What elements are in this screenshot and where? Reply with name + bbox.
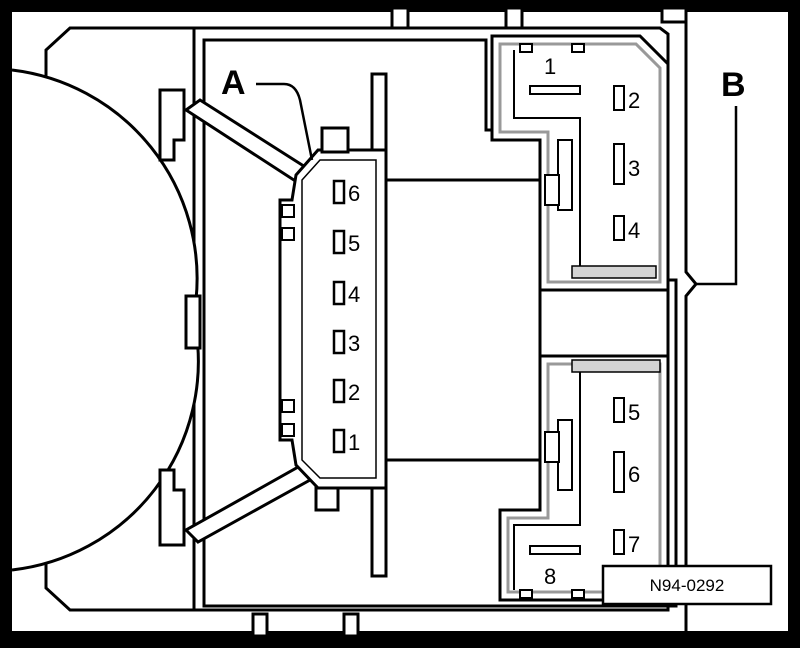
cable-stems xyxy=(251,6,688,638)
key-bottom xyxy=(314,486,340,512)
pin-b-8: 8 xyxy=(544,564,556,589)
connector-a-body xyxy=(278,148,388,490)
pin-b-2: 2 xyxy=(628,88,640,113)
pin-a-5: 5 xyxy=(348,231,360,256)
round-body-tab xyxy=(184,294,202,350)
figure-code: N94-0292 xyxy=(650,576,725,595)
connector-a-slots xyxy=(332,179,346,454)
clamp-slots xyxy=(158,88,186,547)
pin-b-5: 5 xyxy=(628,400,640,425)
label-b: B xyxy=(721,66,746,104)
pin-b-3: 3 xyxy=(628,156,640,181)
pin-a-4: 4 xyxy=(348,282,360,307)
pin-a-2: 2 xyxy=(348,380,360,405)
pin-b-7: 7 xyxy=(628,532,640,557)
key-top xyxy=(320,126,350,154)
a-leader xyxy=(256,82,314,161)
b-leader xyxy=(696,106,738,286)
pin-b-6: 6 xyxy=(628,462,640,487)
connector-b-lower xyxy=(498,354,670,602)
pin-b-4: 4 xyxy=(628,218,640,243)
pin-a-6: 6 xyxy=(348,181,360,206)
figure-code-box xyxy=(601,564,773,606)
connector-b-pins: 1 2 3 4 5 6 7 8 xyxy=(544,54,640,589)
connector-a-pins: 6 5 4 3 2 1 xyxy=(348,181,360,455)
connector-b-upper xyxy=(490,34,670,292)
pin-b-1: 1 xyxy=(544,54,556,79)
label-a: A xyxy=(221,64,246,102)
connector-a xyxy=(278,72,542,578)
side-latches xyxy=(281,204,295,437)
pin-a-1: 1 xyxy=(348,430,360,455)
pin-a-3: 3 xyxy=(348,331,360,356)
